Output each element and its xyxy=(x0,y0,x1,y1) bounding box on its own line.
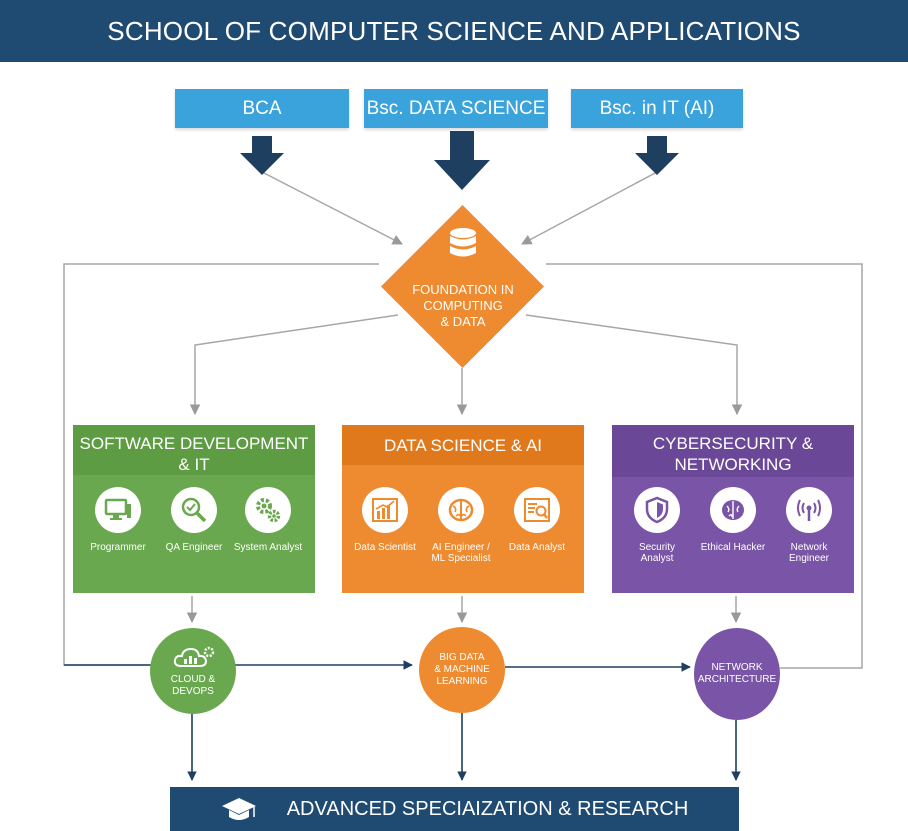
page-title: SCHOOL OF COMPUTER SCIENCE AND APPLICATI… xyxy=(0,0,908,62)
role-label-line: Engineer xyxy=(788,553,830,564)
foundation-diamond xyxy=(379,203,546,370)
connector-foundation-software xyxy=(189,314,399,416)
role-label-line: Data Analyst xyxy=(508,542,566,553)
track-title-line: DATA SCIENCE & AI xyxy=(383,436,543,455)
spec-label-line: & MACHINE xyxy=(434,664,490,675)
role-label-line: System Analyst xyxy=(233,542,303,553)
role-programmer: Programmer xyxy=(83,487,153,553)
role-label-line: Ethical Hacker xyxy=(700,542,766,553)
connector-bca-foundation xyxy=(261,171,403,245)
cloud-gear-icon xyxy=(173,646,215,667)
spec-label-line: BIG DATA xyxy=(439,652,485,663)
spec-label-line: DEVOPS xyxy=(172,686,214,697)
track-header xyxy=(612,425,854,477)
track-header xyxy=(73,425,315,475)
foundation-label-line: COMPUTING xyxy=(423,298,503,313)
program-bca: BCA xyxy=(175,89,349,128)
role-label: Network Engineer xyxy=(774,542,844,564)
role-label: Security Analyst xyxy=(622,542,692,564)
arrow-down-datascience xyxy=(434,131,490,190)
role-security-analyst: Security Analyst xyxy=(622,487,692,564)
shield-icon xyxy=(634,487,680,533)
report-icon xyxy=(514,487,560,533)
arrow-down-bca xyxy=(240,136,284,175)
magnifier-icon xyxy=(171,487,217,533)
track-title-line: & IT xyxy=(178,455,210,474)
spec-label-line: CLOUD & xyxy=(170,674,216,685)
role-label: Data Analyst xyxy=(502,542,572,553)
gears-icon xyxy=(245,487,291,533)
track-data-science-ai: DATA SCIENCE & AI Data Scientist AI Engi… xyxy=(342,425,584,593)
role-label: AI Engineer / ML Specialist xyxy=(426,542,496,564)
spec-cloud-devops: CLOUD & DEVOPS xyxy=(150,628,236,714)
antenna-icon xyxy=(786,487,832,533)
role-label-line: Network xyxy=(790,542,828,553)
track-header xyxy=(342,425,584,465)
track-title: SOFTWARE DEVELOPMENT & IT xyxy=(73,433,315,475)
role-data-analyst: Data Analyst xyxy=(502,487,572,553)
role-qa-engineer: QA Engineer xyxy=(159,487,229,553)
graduation-cap-icon xyxy=(221,798,256,820)
arrow-down-itai xyxy=(635,136,679,175)
role-label: Programmer xyxy=(83,542,153,553)
role-ai-engineer: AI Engineer / ML Specialist xyxy=(426,487,496,564)
footer-title: ADVANCED SPECIAIZATION & RESEARCH xyxy=(286,797,689,820)
monitor-icon xyxy=(95,487,141,533)
role-label-line: Analyst xyxy=(640,553,674,564)
track-title-line: NETWORKING xyxy=(674,455,792,474)
spec-label-line: NETWORK xyxy=(711,662,763,673)
role-label-line: Programmer xyxy=(90,542,146,553)
connector-foundation-cyber xyxy=(525,314,743,416)
program-bsc-it-ai: Bsc. in IT (AI) xyxy=(571,89,743,128)
role-label-line: Data Scientist xyxy=(354,542,416,553)
foundation-label-line: & DATA xyxy=(440,314,486,329)
role-network-engineer: Network Engineer xyxy=(774,487,844,564)
role-label: Ethical Hacker xyxy=(698,542,768,553)
foundation-label: FOUNDATION IN COMPUTING & DATA xyxy=(400,282,526,330)
track-cybersecurity-networking: CYBERSECURITY & NETWORKING Security Anal… xyxy=(612,425,854,593)
spec-big-data-ml: BIG DATA & MACHINE LEARNING xyxy=(419,627,505,713)
track-software-development: SOFTWARE DEVELOPMENT & IT Programmer QA … xyxy=(73,425,315,593)
footer-banner: ADVANCED SPECIAIZATION & RESEARCH xyxy=(170,787,739,831)
track-title: CYBERSECURITY & NETWORKING xyxy=(612,433,854,475)
track-title-line: SOFTWARE DEVELOPMENT xyxy=(79,434,309,453)
role-label-line: Security xyxy=(638,542,676,553)
role-label: System Analyst xyxy=(233,542,303,553)
spec-network-architecture: NETWORK ARCHITECTURE xyxy=(694,628,780,720)
role-label-line: ML Specialist xyxy=(431,553,491,564)
program-bsc-data-science: Bsc. DATA SCIENCE xyxy=(364,89,548,128)
database-icon xyxy=(441,222,485,268)
role-label-line: AI Engineer / xyxy=(432,542,490,553)
role-ethical-hacker: Ethical Hacker xyxy=(698,487,768,553)
role-system-analyst: System Analyst xyxy=(233,487,303,553)
spec-label-line: ARCHITECTURE xyxy=(697,674,777,685)
connector-it-foundation xyxy=(521,171,658,245)
connector-outer-right xyxy=(546,263,863,669)
role-data-scientist: Data Scientist xyxy=(350,487,420,553)
brain-icon xyxy=(438,487,484,533)
role-label: QA Engineer xyxy=(159,542,229,553)
role-label-line: QA Engineer xyxy=(165,542,223,553)
bar-chart-icon xyxy=(362,487,408,533)
track-title-line: CYBERSECURITY & xyxy=(652,434,814,453)
role-label: Data Scientist xyxy=(350,542,420,553)
foundation-label-line: FOUNDATION IN xyxy=(412,282,514,297)
spec-label-line: LEARNING xyxy=(436,676,488,687)
brain-icon xyxy=(710,487,756,533)
track-title: DATA SCIENCE & AI xyxy=(342,435,584,456)
